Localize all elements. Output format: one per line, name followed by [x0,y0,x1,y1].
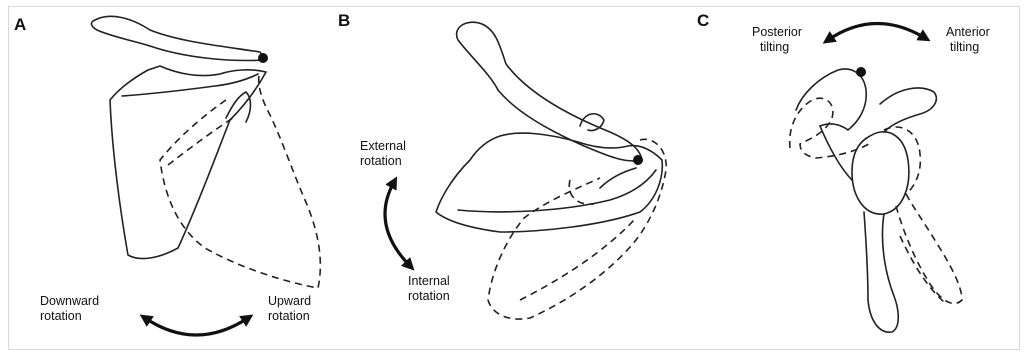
figure-frame [8,6,1020,350]
